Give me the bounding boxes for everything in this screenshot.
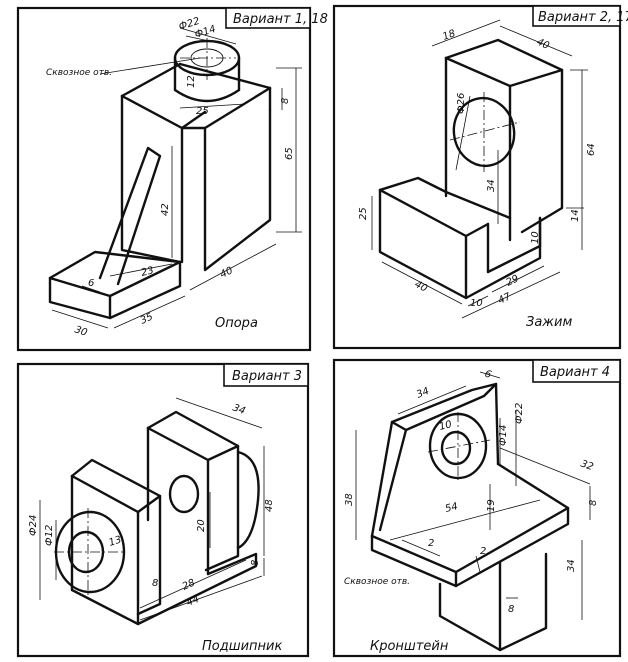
panel-1-dim-12: 12 bbox=[186, 75, 197, 88]
panel-4-variant-box bbox=[532, 359, 621, 383]
panel-2-dim-40-top: 40 bbox=[535, 37, 551, 52]
panel-2: Вариант 2, 17 bbox=[332, 4, 628, 350]
panel-2-caption: Зажим bbox=[526, 315, 572, 330]
panel-4-dim-54: 54 bbox=[444, 501, 459, 515]
panel-2-variant-label: Вариант 2, 17 bbox=[538, 10, 628, 25]
panel-1-dim-6: 6 bbox=[88, 278, 94, 289]
panel-1: Вариант 1, 18 bbox=[16, 6, 328, 352]
panel-3-dim-d24: Ф24 bbox=[28, 515, 39, 536]
panel-4-hole bbox=[440, 430, 472, 466]
panel-3-variant-box bbox=[223, 363, 309, 387]
panel-4-dim-2-left: 2 bbox=[428, 538, 434, 549]
panel-2-frame bbox=[332, 4, 622, 350]
panel-1-dim-40: 40 bbox=[218, 265, 234, 280]
panel-4-dim-34: 34 bbox=[415, 386, 431, 401]
panel-1-dim-65: 65 bbox=[284, 147, 295, 160]
panel-4-dim-d22: Ф22 bbox=[514, 403, 525, 424]
panel-4-dim-6: 6 bbox=[483, 368, 493, 381]
panel-1-note: Сквозное отв. bbox=[46, 68, 112, 78]
panel-2-dim-d26: Ф26 bbox=[456, 93, 467, 114]
panel-1-variant-label: Вариант 1, 18 bbox=[233, 12, 328, 27]
panel-4-dim-8-right: 8 bbox=[588, 500, 599, 506]
panel-4-dim-34-right: 34 bbox=[566, 559, 577, 572]
panel-1-frame bbox=[16, 6, 312, 352]
panel-4-dim-19: 19 bbox=[486, 499, 497, 512]
panel-4: Вариант 4 bbox=[332, 358, 622, 658]
panel-4-part bbox=[355, 371, 591, 652]
panel-2-dim-14: 14 bbox=[570, 209, 581, 222]
panel-1-variant-box bbox=[225, 7, 311, 29]
panel-1-dim-25: 25 bbox=[196, 106, 209, 117]
panel-3-caption: Подшипник bbox=[202, 639, 283, 654]
panel-3-dim-48: 48 bbox=[264, 499, 275, 512]
panel-4-dim-10: 10 bbox=[438, 419, 453, 433]
panel-3-dim-8-right: 8 bbox=[250, 560, 261, 566]
panel-4-dim-38: 38 bbox=[344, 493, 355, 506]
panel-4-frame bbox=[332, 358, 622, 658]
panel-3-dim-8-left: 8 bbox=[152, 578, 158, 589]
panel-2-dim-18: 18 bbox=[441, 28, 457, 43]
panel-3-frame bbox=[16, 362, 310, 658]
panel-4-dim-32: 32 bbox=[579, 458, 595, 473]
panel-3-dim-44: 44 bbox=[185, 594, 201, 609]
panel-3-dim-d12: Ф12 bbox=[44, 525, 55, 546]
panel-4-caption: Кронштейн bbox=[370, 639, 449, 654]
panel-4-variant-label: Вариант 4 bbox=[540, 365, 610, 380]
panel-4-note: Сквозное отв. bbox=[344, 577, 410, 587]
panel-2-dim-10-base: 10 bbox=[470, 298, 483, 309]
panel-1-dim-23: 23 bbox=[140, 265, 155, 279]
panel-2-dim-40-base: 40 bbox=[413, 279, 429, 295]
panel-3-dim-13: 13 bbox=[108, 534, 124, 548]
panel-3-dim-20: 20 bbox=[196, 519, 207, 532]
panel-2-dim-34: 34 bbox=[486, 179, 497, 192]
panel-4-dim-d14: Ф14 bbox=[498, 425, 509, 446]
panel-2-dim-29: 29 bbox=[504, 273, 520, 288]
panel-2-dim-47: 47 bbox=[496, 291, 513, 307]
panel-3-hole-back bbox=[168, 474, 200, 514]
panel-4-dim-8-bottom: 8 bbox=[508, 604, 514, 615]
panel-3-dim-34: 34 bbox=[231, 402, 247, 417]
panel-2-dim-25: 25 bbox=[358, 207, 369, 220]
panel-3-part bbox=[39, 397, 265, 626]
panel-1-dim-30: 30 bbox=[73, 324, 89, 338]
panel-3-dim-28: 28 bbox=[181, 578, 197, 593]
panel-4-dim-2-right: 2 bbox=[480, 546, 486, 557]
panel-1-dim-42: 42 bbox=[160, 203, 171, 216]
panel-3: Вариант 3 bbox=[16, 362, 310, 658]
panel-1-dim-8: 8 bbox=[280, 98, 291, 104]
panel-2-variant-box bbox=[532, 5, 621, 27]
panel-2-dim-64: 64 bbox=[586, 143, 597, 156]
panel-1-caption: Опора bbox=[215, 316, 258, 331]
panel-2-part bbox=[371, 19, 588, 319]
panel-1-dim-35: 35 bbox=[139, 312, 155, 327]
panel-2-dim-10-right: 10 bbox=[530, 231, 541, 244]
panel-2-hole bbox=[452, 96, 516, 168]
panel-3-variant-label: Вариант 3 bbox=[232, 369, 302, 384]
panel-1-part bbox=[48, 27, 302, 329]
